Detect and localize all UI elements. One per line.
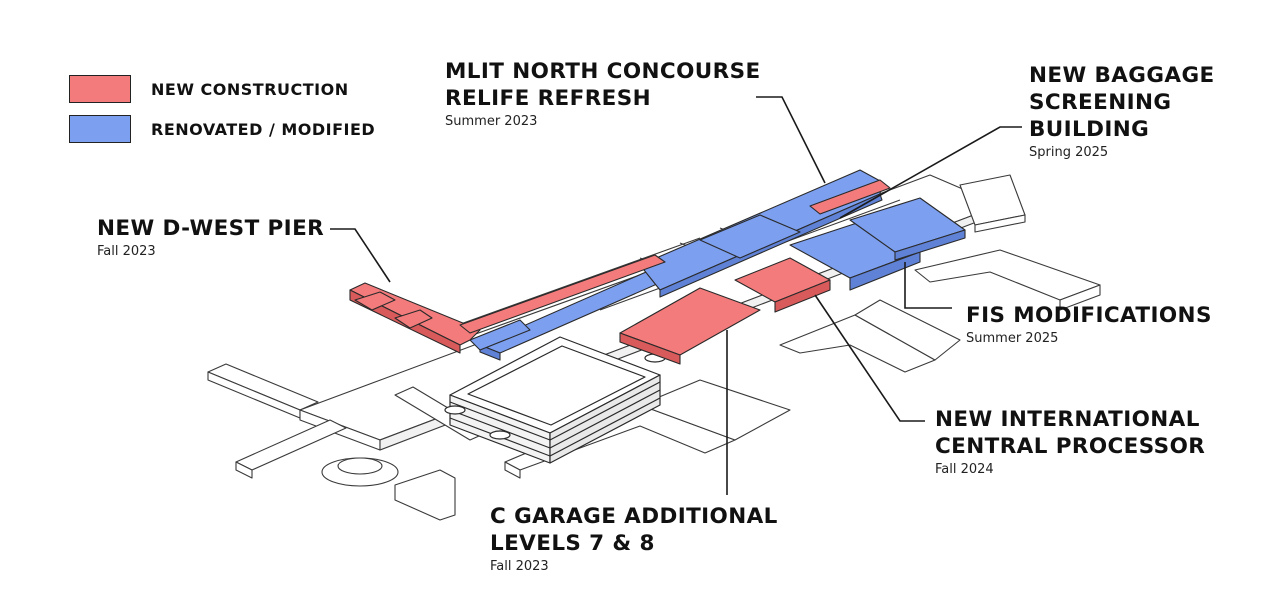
leader-lines — [330, 96, 1022, 495]
callout-mlit: MLIT NORTH CONCOURSE RELIFE REFRESH Summ… — [445, 58, 761, 129]
legend-new-construction: NEW CONSTRUCTION — [69, 75, 349, 103]
callout-baggage-title: NEW BAGGAGE SCREENING BUILDING — [1029, 63, 1215, 142]
legend-swatch-new-construction — [69, 75, 131, 103]
callout-fis: FIS MODIFICATIONS Summer 2025 — [966, 302, 1212, 346]
callout-mlit-date: Summer 2023 — [445, 114, 538, 129]
callout-fis-date: Summer 2025 — [966, 331, 1059, 346]
leader-baggage — [839, 126, 1022, 219]
callout-dwest-title: NEW D-WEST PIER — [97, 216, 325, 241]
callout-icp-title: NEW INTERNATIONAL CENTRAL PROCESSOR — [935, 407, 1206, 459]
leader-dwest — [330, 228, 391, 283]
callout-garage-title: C GARAGE ADDITIONAL LEVELS 7 & 8 — [490, 504, 778, 556]
c-garage-existing — [444, 336, 666, 464]
legend-label-renovated: RENOVATED / MODIFIED — [151, 119, 376, 139]
leader-icp — [814, 294, 925, 422]
callout-dwest: NEW D-WEST PIER Fall 2023 — [97, 215, 324, 259]
leader-mlit — [756, 96, 826, 184]
legend-swatch-renovated — [69, 115, 131, 143]
callout-fis-title: FIS MODIFICATIONS — [966, 303, 1212, 328]
legend-renovated: RENOVATED / MODIFIED — [69, 115, 375, 143]
renovated-areas — [469, 169, 966, 361]
callout-icp-date: Fall 2024 — [935, 462, 994, 477]
new-construction-areas — [349, 179, 891, 365]
callout-garage: C GARAGE ADDITIONAL LEVELS 7 & 8 Fall 20… — [490, 503, 778, 574]
legend-label-new-construction: NEW CONSTRUCTION — [151, 79, 349, 99]
callout-baggage: NEW BAGGAGE SCREENING BUILDING Spring 20… — [1029, 62, 1215, 160]
callout-garage-date: Fall 2023 — [490, 559, 549, 574]
callout-icp: NEW INTERNATIONAL CENTRAL PROCESSOR Fall… — [935, 406, 1205, 477]
leader-fis — [904, 262, 952, 309]
callout-mlit-title: MLIT NORTH CONCOURSE RELIFE REFRESH — [445, 59, 761, 111]
callout-dwest-date: Fall 2023 — [97, 244, 156, 259]
callout-baggage-date: Spring 2025 — [1029, 145, 1109, 160]
